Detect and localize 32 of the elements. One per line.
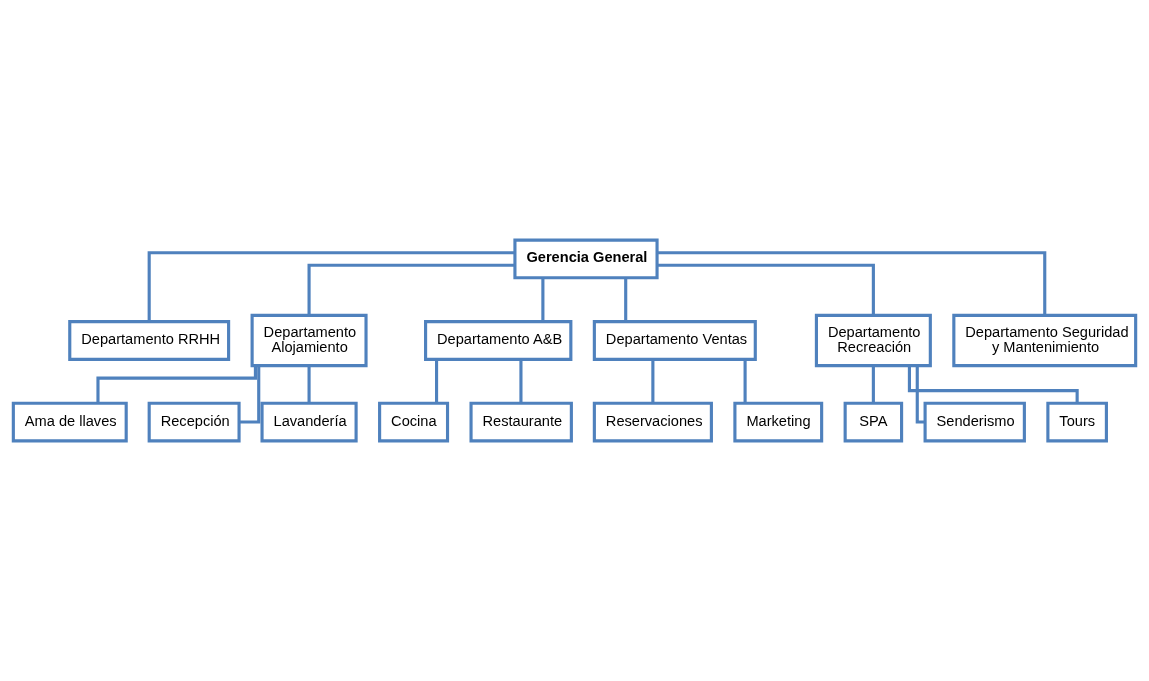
node-box: Reservaciones [592,401,713,443]
connector [743,359,747,403]
connector [624,277,628,322]
node-box: Gerencia General [513,238,659,280]
node-box: Departamento Ventas [592,320,757,361]
node-box: Ama de llaves [11,401,128,443]
node-box: SPA [843,401,904,443]
node-box: Cocina [378,401,450,443]
connector [657,251,1047,316]
node-box: Departamento Recreación [814,313,932,368]
node-box: Tours [1046,401,1108,443]
connector [651,359,655,403]
connector [307,263,515,315]
connector [541,277,545,322]
node-box: Marketing [733,401,824,443]
node-box: Departamento A&B [424,320,573,361]
node-box: Departamento Seguridad y Mantenimiento [952,313,1138,368]
node-box: Departamento RRHH [68,320,231,361]
node-box: Departamento Alojamiento [250,313,368,368]
connector [147,251,515,322]
node-box: Recepción [147,401,241,443]
connector [519,359,523,403]
connector [307,365,311,403]
connector [915,365,925,424]
connector [435,359,439,403]
connector [657,263,875,315]
node-box: Senderismo [923,401,1026,443]
node-box: Lavandería [260,401,358,443]
connector [871,365,875,403]
node-box: Restaurante [469,401,573,443]
connector [907,365,1079,404]
connector [96,365,257,404]
